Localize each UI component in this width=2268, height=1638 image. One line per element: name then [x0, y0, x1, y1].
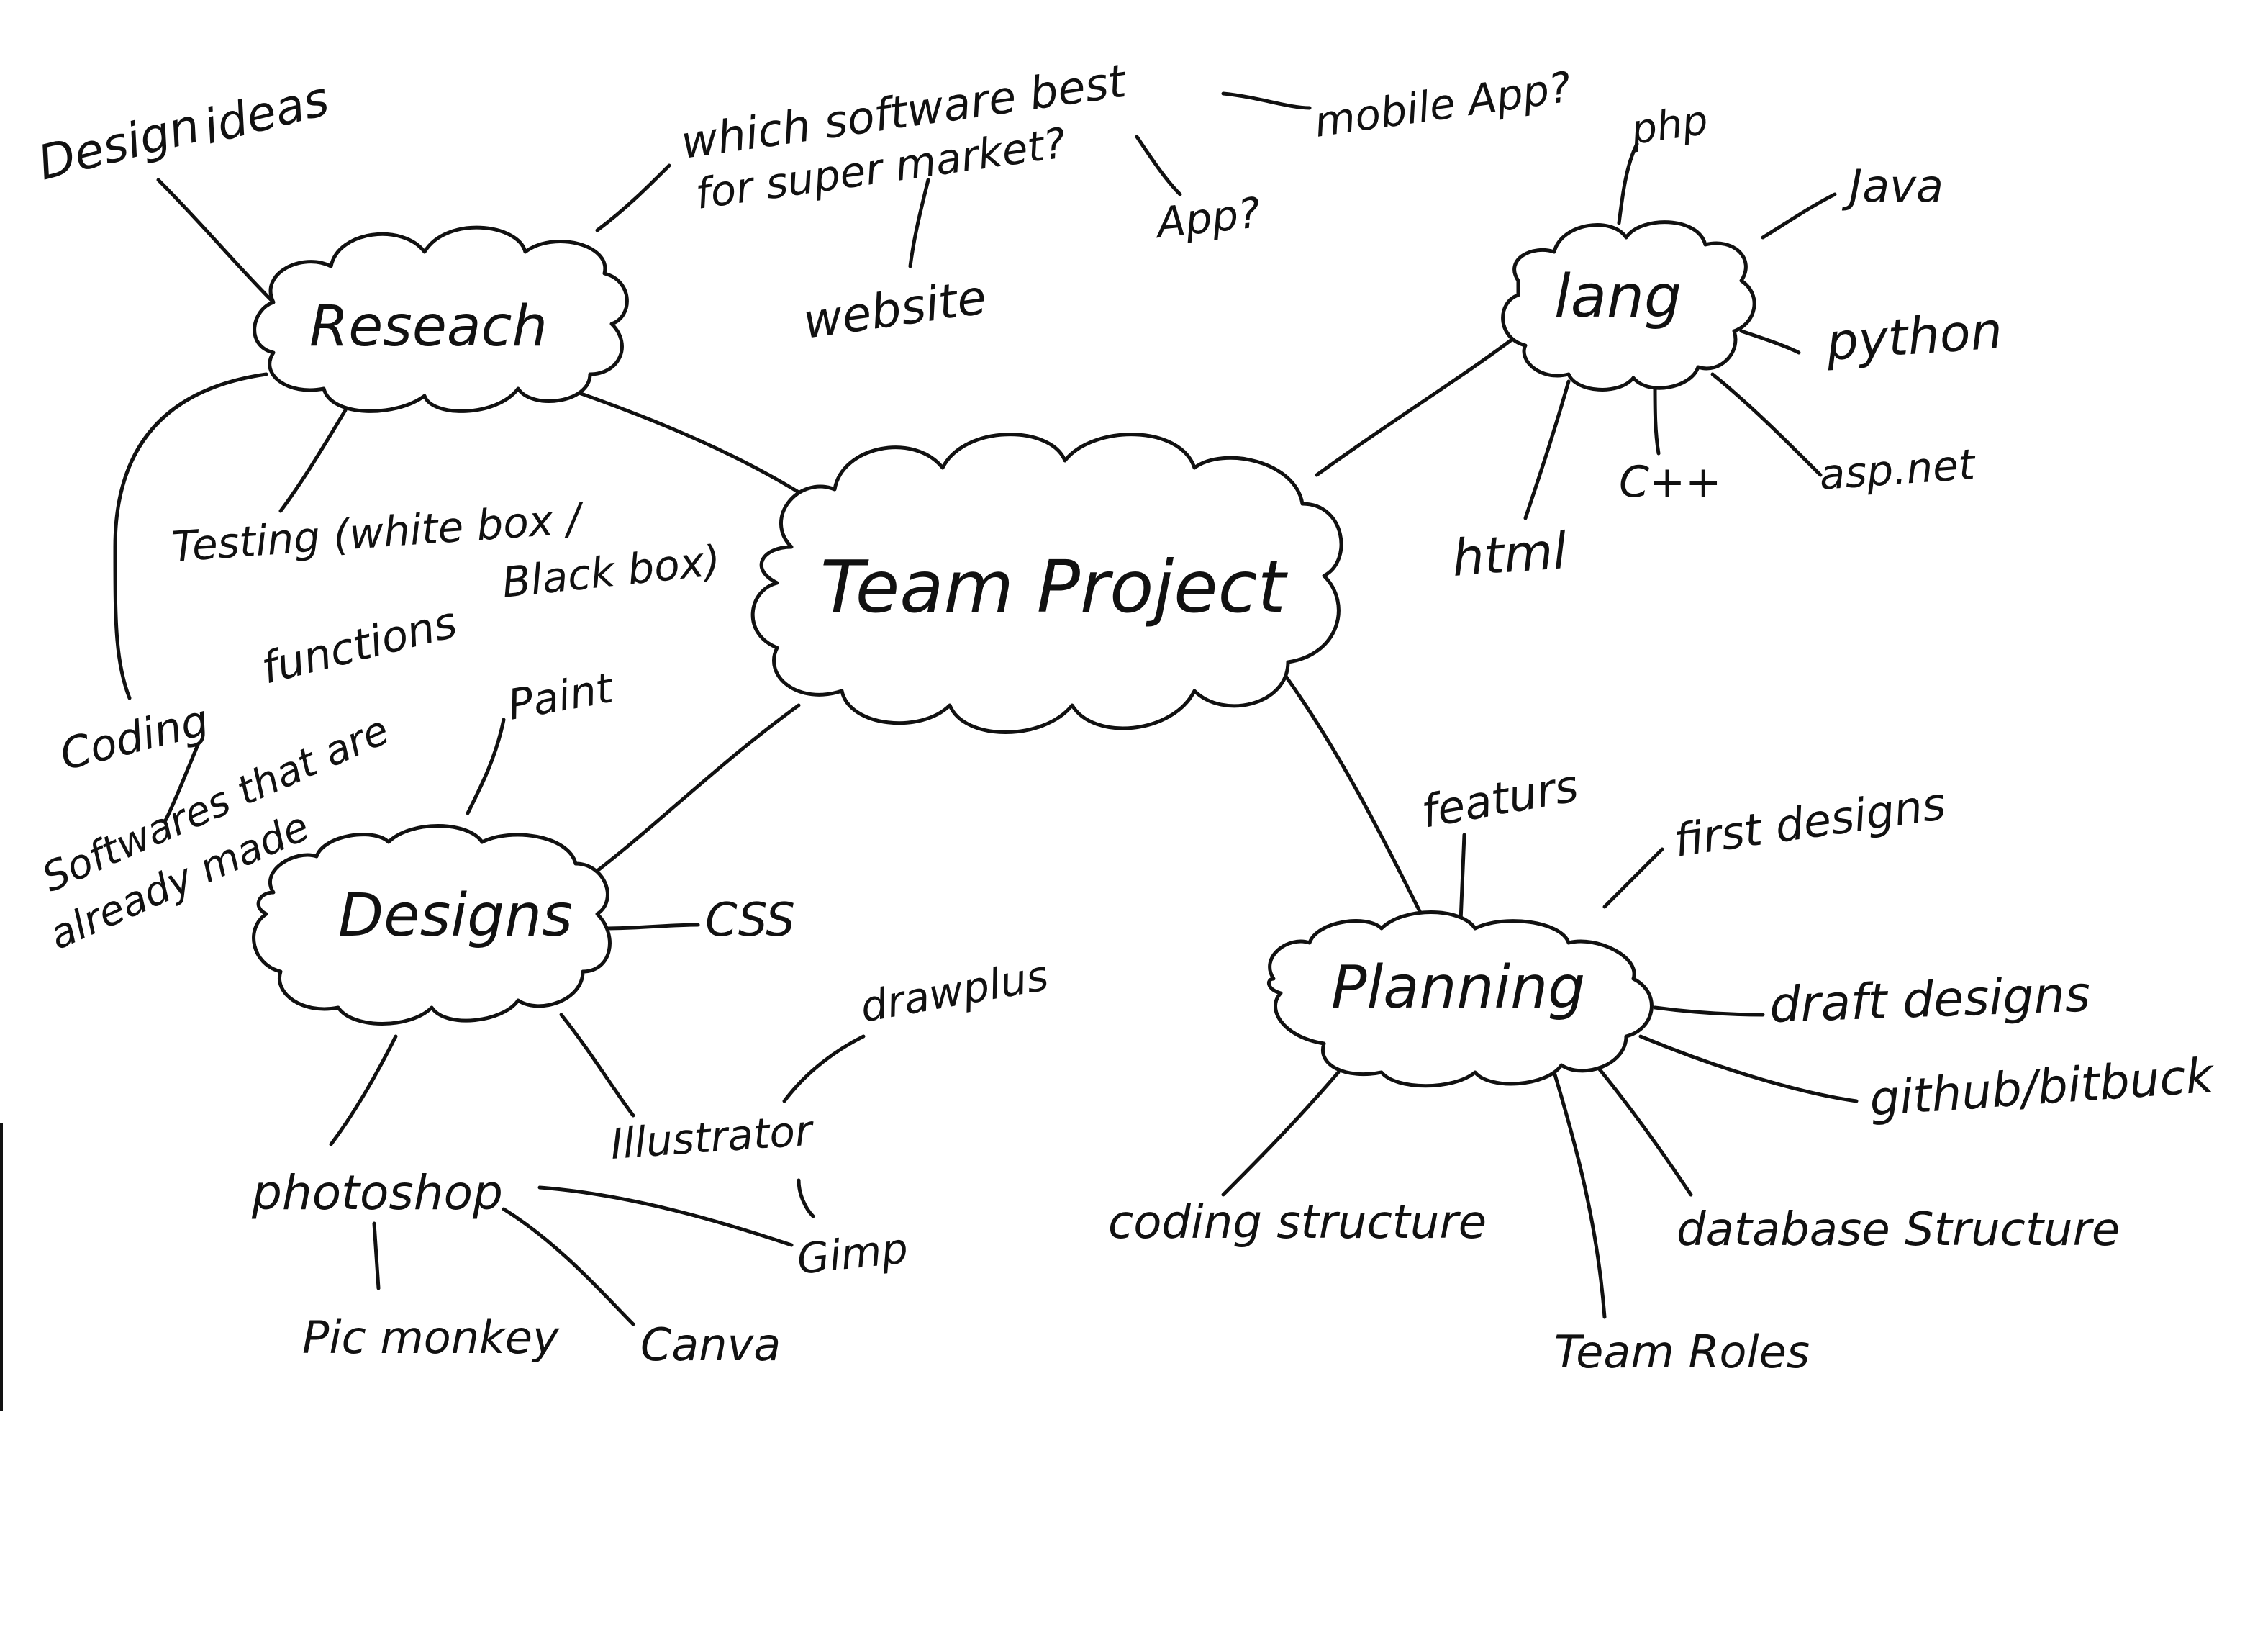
- center-label: Team Project: [820, 545, 1289, 629]
- connector-designs-paint: [466, 718, 506, 815]
- connector-center-planning: [1279, 667, 1434, 938]
- connector-planning-draft: [1653, 1005, 1765, 1017]
- connector-question-website: [908, 178, 930, 268]
- database-structure-text: database Structure: [1677, 1203, 2120, 1257]
- connector-research-design-ideas: [156, 178, 276, 304]
- canva-text: Canva: [640, 1318, 781, 1371]
- app-text: App?: [1151, 188, 1262, 248]
- github-text: github/bitbuck: [1868, 1048, 2217, 1127]
- mobile-app-text: mobile App?: [1311, 63, 1574, 147]
- php-text: php: [1628, 97, 1711, 154]
- html-text: html: [1450, 521, 1569, 588]
- cloud-designs: [252, 824, 612, 1026]
- connector-research-question: [595, 163, 671, 232]
- connector-planning-github: [1638, 1034, 1859, 1103]
- connector-planning-coding-structure: [1221, 1070, 1341, 1197]
- first-designs-text: first designs: [1671, 777, 1949, 867]
- connector-photoshop-canva: [502, 1207, 635, 1326]
- connector-center-lang: [1315, 322, 1535, 477]
- connector-photoshop-gimp: [537, 1185, 794, 1247]
- connector-lang-html: [1523, 379, 1571, 520]
- paint-text: Paint: [504, 663, 618, 730]
- connector-photoshop-picmonkey: [372, 1221, 381, 1290]
- connector-designs-css: [602, 923, 700, 931]
- connector-lang-asp: [1710, 372, 1823, 477]
- java-text: Java: [1841, 160, 1943, 212]
- connector-designs-photoshop: [329, 1034, 398, 1146]
- connector-designs-illustrator: [559, 1013, 635, 1118]
- connector-lang-python: [1739, 329, 1801, 355]
- picmonkey-text: Pic monkey: [302, 1311, 560, 1364]
- drawplus-text: drawplus: [857, 951, 1052, 1032]
- clouds: [252, 220, 1756, 1088]
- connector-center-designs: [595, 703, 801, 873]
- connector-planning-first-designs: [1602, 847, 1664, 909]
- connector-lang-php: [1617, 142, 1639, 225]
- connector-planning-features: [1459, 833, 1466, 923]
- connector-illustrator-drawplus: [782, 1034, 866, 1103]
- connector-planning-database: [1588, 1056, 1693, 1197]
- website-text: website: [800, 269, 990, 350]
- testing-line2: Black box): [499, 535, 722, 607]
- connector-research-testing: [278, 408, 348, 513]
- cloud-research: [253, 225, 629, 413]
- functions-word: functions: [257, 597, 462, 694]
- illustrator-text: Illustrator: [609, 1105, 816, 1169]
- coding-structure-text: coding structure: [1108, 1196, 1487, 1249]
- cloud-planning: [1267, 910, 1654, 1088]
- cloud-lang: [1501, 220, 1756, 392]
- design-ideas-word1: Design: [32, 98, 205, 191]
- designs-label: Designs: [338, 882, 573, 950]
- research-label: Reseach: [309, 294, 548, 359]
- connectors: [113, 91, 1859, 1326]
- python-text: python: [1823, 301, 2004, 372]
- connector-coding-softwares: [163, 743, 200, 823]
- connector-planning-team-roles: [1552, 1070, 1607, 1319]
- photoshop-text: photoshop: [251, 1165, 503, 1221]
- draft-designs-text: draft designs: [1769, 966, 2092, 1034]
- asp-net-text: asp.net: [1818, 440, 1978, 499]
- connector-lang-java: [1761, 192, 1837, 240]
- lang-label: lang: [1554, 263, 1682, 331]
- planning-label: Planning: [1331, 954, 1585, 1022]
- paper-edge: [0, 1123, 3, 1411]
- cpp-text: C++: [1619, 457, 1721, 507]
- connector-question-app: [1135, 135, 1182, 196]
- gimp-text: Gimp: [794, 1223, 910, 1284]
- team-roles-text: Team Roles: [1554, 1326, 1810, 1378]
- connector-question-mobile: [1221, 91, 1312, 110]
- connector-illustrator-gimp: [797, 1178, 815, 1218]
- connector-lang-cpp: [1653, 379, 1661, 456]
- css-text: CSS: [705, 894, 795, 947]
- connector-research-coding: [113, 372, 268, 700]
- cloud-center: [750, 433, 1343, 734]
- features-text: featurs: [1418, 759, 1582, 838]
- design-ideas-word2: ideas: [198, 71, 334, 155]
